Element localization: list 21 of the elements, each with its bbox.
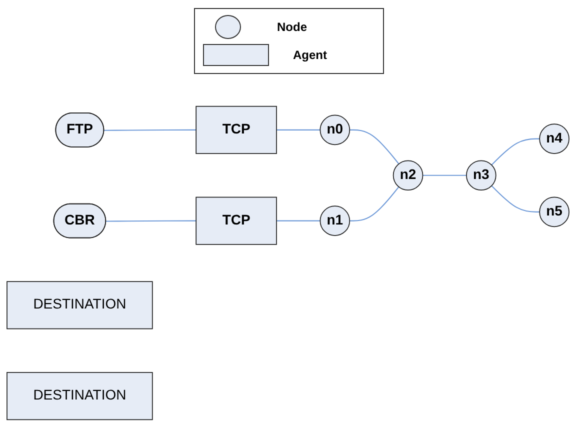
node-box: DESTINATION bbox=[6, 281, 153, 330]
connector bbox=[276, 129, 320, 130]
legend-text: Node bbox=[277, 20, 307, 34]
legend-text: Agent bbox=[293, 48, 327, 62]
connector bbox=[350, 129, 400, 164]
connector bbox=[276, 220, 320, 222]
node-box: DESTINATION bbox=[6, 372, 153, 420]
connector bbox=[491, 138, 540, 166]
connector bbox=[350, 186, 400, 222]
node-circle: n5 bbox=[539, 196, 570, 228]
connector bbox=[491, 185, 540, 212]
node-circle: n2 bbox=[392, 160, 424, 191]
connector bbox=[104, 129, 196, 131]
connector bbox=[106, 220, 196, 222]
node-circle: n1 bbox=[320, 206, 350, 236]
node-box: TCP bbox=[196, 106, 277, 154]
node-circle: n4 bbox=[539, 124, 570, 154]
node-box: TCP bbox=[196, 196, 277, 245]
connector bbox=[422, 174, 466, 176]
node-circle: n0 bbox=[320, 114, 350, 146]
node-circle: n3 bbox=[466, 160, 496, 191]
